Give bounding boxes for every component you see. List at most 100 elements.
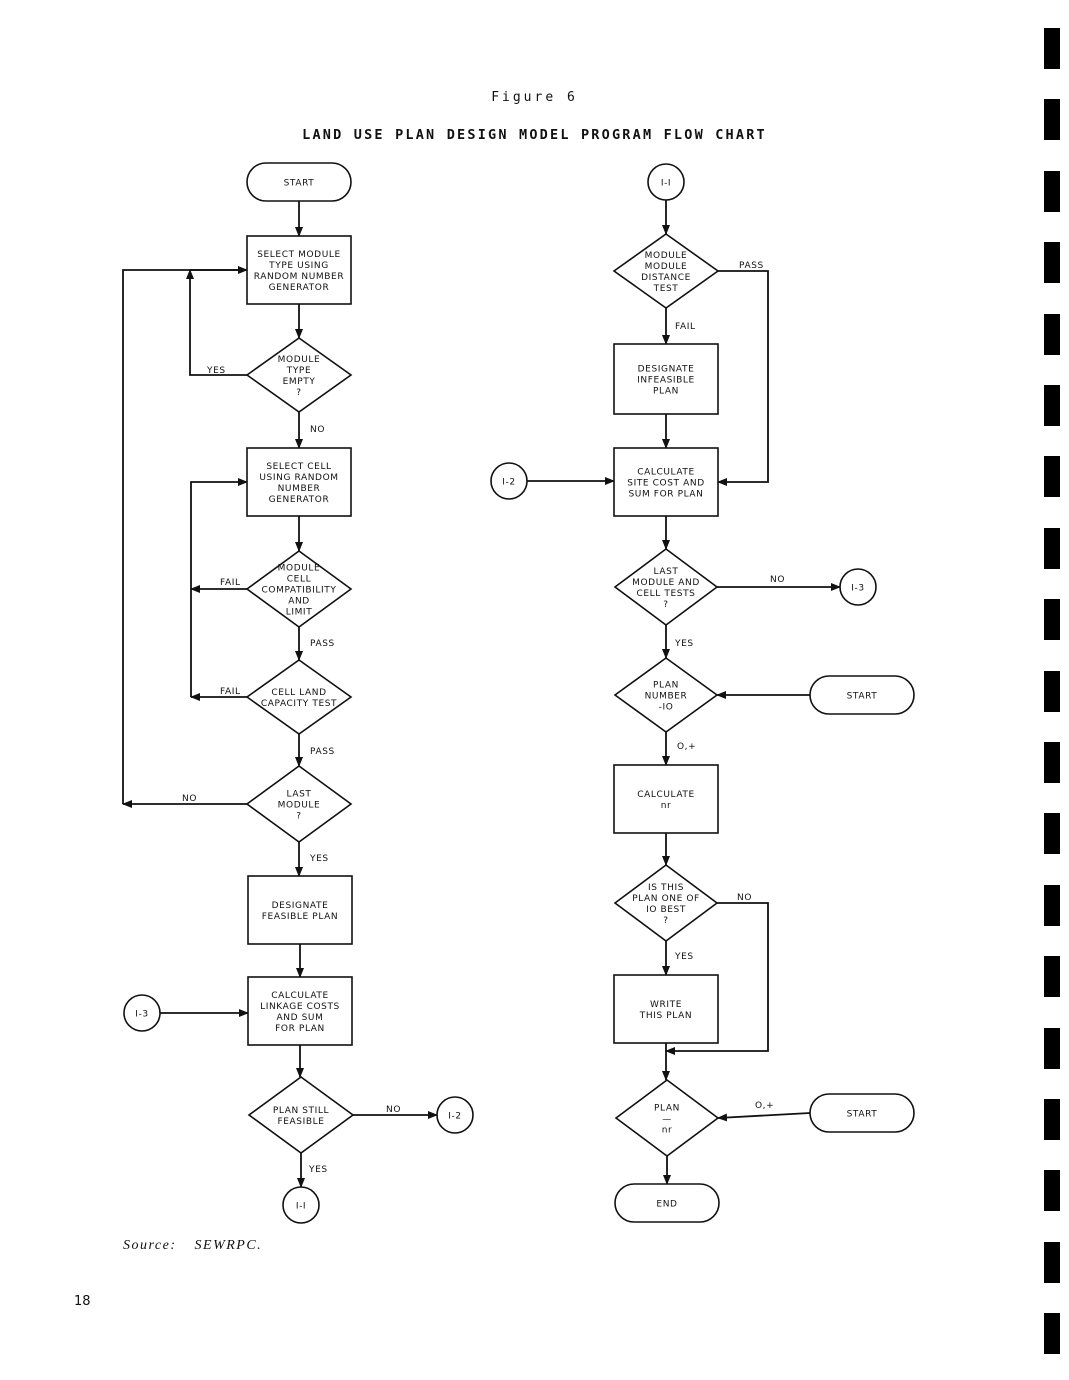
edge-fail-loop-back (190, 478, 248, 697)
edge-label-no-feasible: NO (386, 1105, 401, 1115)
source-label: Source: (123, 1238, 177, 1253)
binding-hole (1044, 884, 1060, 926)
binding-hole (1044, 670, 1060, 712)
binding-hole (1044, 742, 1060, 783)
connector-circle (436, 1096, 474, 1134)
node-text-line: PLAN (653, 681, 679, 691)
decision-diamond (247, 1076, 355, 1154)
node-text-line: GENERATOR (269, 495, 330, 505)
decision-diamond (614, 1079, 720, 1157)
node-start-left: START (246, 162, 352, 202)
binding-hole (1044, 1170, 1060, 1212)
node-conn-l-1-1: I-I (282, 1186, 320, 1224)
node-text-line: -IO (659, 703, 674, 713)
figure-number: Figure 6 (491, 90, 578, 105)
node-conn-r-1-3: I-3 (839, 568, 877, 606)
terminal-pill (614, 1183, 720, 1223)
flow-edges (122, 200, 841, 1188)
node-text-line: TYPE USING (268, 261, 329, 271)
decision-diamond (613, 864, 719, 942)
edge-label-pass-distance: PASS (739, 261, 764, 271)
node-text-line: FEASIBLE (277, 1117, 324, 1127)
source-note: Source:SEWRPC. (123, 1238, 262, 1254)
edge-label-fail-distance: FAIL (675, 322, 696, 332)
node-text-line: ? (663, 916, 668, 926)
node-text-line: CELL LAND (271, 688, 326, 698)
edge-label-fail-compat: FAIL (220, 578, 241, 588)
node-conn-l-1-3: I-3 (123, 994, 161, 1032)
node-text-line: CAPACITY TEST (261, 699, 337, 709)
figure-title: LAND USE PLAN DESIGN MODEL PROGRAM FLOW … (302, 127, 767, 143)
process-box (613, 764, 719, 834)
node-text-line: CELL TESTS (637, 589, 696, 599)
edge-start-to-plan-nr (717, 1112, 811, 1122)
process-box (613, 974, 719, 1044)
edge-label-zero-plus-plan-nr: O,+ (755, 1101, 774, 1111)
node-text-line: TEST (653, 284, 679, 294)
node-text-line: COMPATIBILITY (262, 586, 337, 596)
binding-hole (1044, 813, 1060, 855)
node-text-line: SELECT CELL (266, 462, 331, 472)
page-number: 18 (74, 1294, 91, 1309)
node-text-line: THIS PLAN (639, 1011, 692, 1021)
node-text-line: TYPE (286, 366, 312, 376)
node-text-line: — (662, 1115, 672, 1125)
binding-hole (1044, 385, 1060, 426)
node-text-line: I-I (661, 179, 671, 189)
binding-hole (1044, 1099, 1060, 1140)
edge-distance-pass (717, 270, 769, 486)
node-text-line: PLAN (653, 387, 679, 397)
node-text-line: PLAN ONE OF (632, 894, 700, 904)
node-text-line: LIMIT (286, 608, 313, 618)
terminal-pill (809, 1093, 915, 1133)
binding-hole (1044, 956, 1060, 998)
edge-ten-best-no (665, 902, 769, 1055)
binding-hole (1044, 170, 1060, 212)
node-text-line: I-2 (448, 1112, 461, 1122)
process-box (247, 875, 353, 945)
node-text-line: ? (663, 600, 668, 610)
node-text-line: CALCULATE (271, 991, 329, 1001)
node-plan-nr: PLAN—nr (614, 1079, 720, 1157)
terminal-pill (246, 162, 352, 202)
node-text-line: WRITE (650, 1000, 682, 1010)
edge-label-no-empty: NO (310, 425, 325, 435)
decision-diamond (612, 233, 720, 309)
node-text-line: I-3 (135, 1010, 148, 1020)
process-box (246, 447, 352, 517)
node-conn-l-1-2: I-2 (436, 1096, 474, 1134)
edge-label-no-ten-best: NO (737, 893, 752, 903)
binding-hole (1044, 1241, 1060, 1283)
process-box (613, 343, 719, 415)
node-text-line: LAST (287, 790, 312, 800)
node-text-line: I-3 (851, 584, 864, 594)
node-text-line: nr (662, 1126, 673, 1136)
decision-diamond (245, 659, 353, 735)
node-text-line: LAST (654, 567, 679, 577)
process-box (613, 447, 719, 517)
node-text-line: MODULE (278, 355, 321, 365)
edge-last-module-no-loop (122, 266, 248, 804)
edge-label-yes-last: YES (309, 854, 329, 864)
node-text-line: DESIGNATE (638, 365, 695, 375)
node-text-line: MODULE AND (632, 578, 700, 588)
node-conn-r-1-2: I-2 (490, 462, 528, 500)
node-text-line: SELECT MODULE (257, 250, 341, 260)
edge-label-yes-last-cell: YES (674, 639, 694, 649)
node-text-line: AND SUM (277, 1013, 324, 1023)
binding-hole (1044, 1313, 1060, 1355)
node-text-line: AND (288, 597, 310, 607)
node-text-line: IO BEST (646, 905, 686, 915)
edge-label-pass-capacity: PASS (310, 747, 335, 757)
